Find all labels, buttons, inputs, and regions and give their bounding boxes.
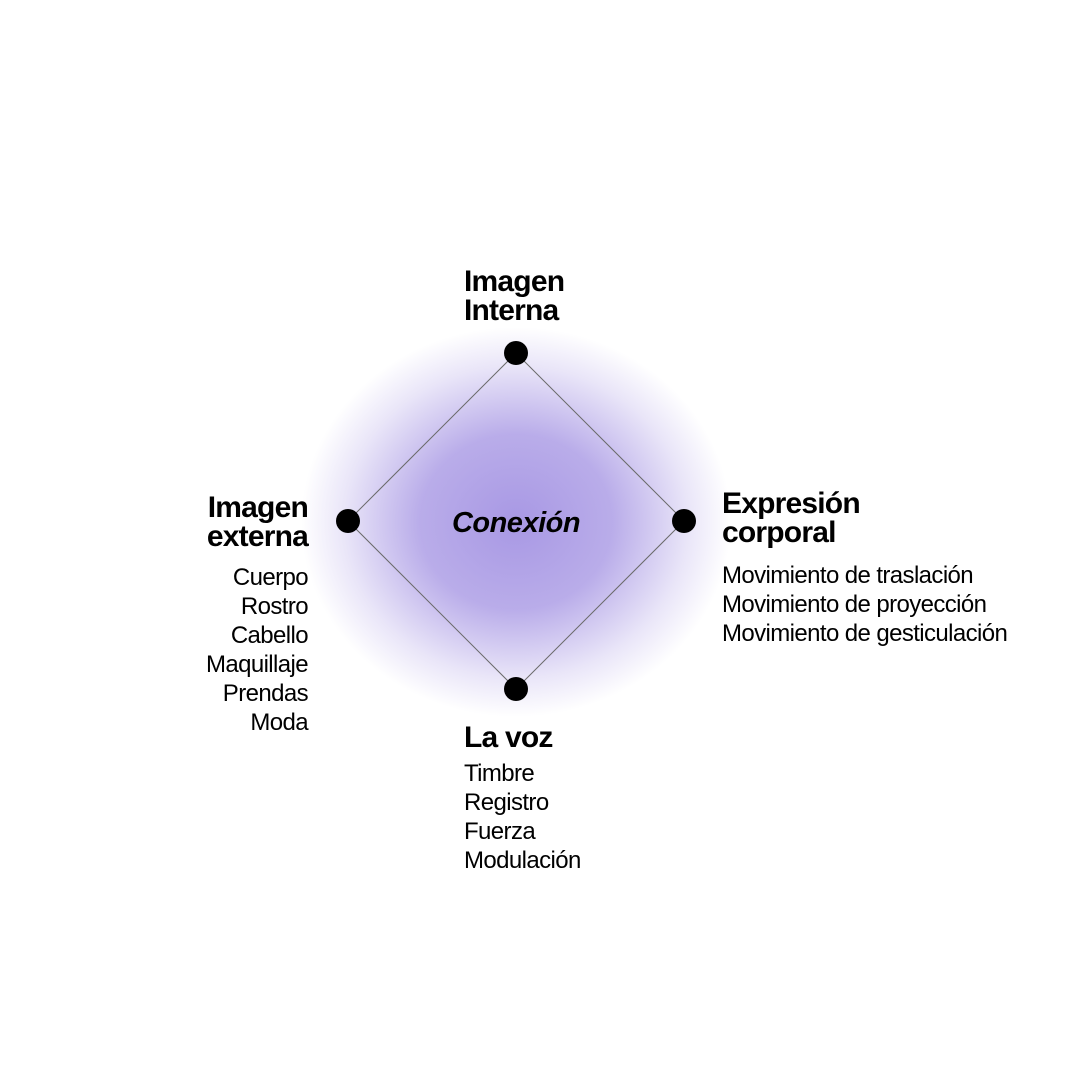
node-top-title-line2: Interna bbox=[464, 294, 559, 327]
list-item: Registro bbox=[464, 789, 549, 816]
node-bottom-title-line1: La voz bbox=[464, 721, 553, 754]
node-top-dot bbox=[504, 341, 528, 365]
node-bottom-dot bbox=[504, 677, 528, 701]
list-item: Maquillaje bbox=[205, 651, 309, 678]
edge-right-bottom bbox=[515, 520, 685, 690]
list-item: Moda bbox=[250, 709, 308, 736]
list-item: Rostro bbox=[240, 593, 309, 620]
edge-bottom-left bbox=[347, 520, 517, 690]
center-glow bbox=[301, 327, 731, 717]
list-item: Timbre bbox=[464, 760, 535, 787]
list-item: Movimiento de gesticulación bbox=[722, 620, 1008, 647]
edge-top-right bbox=[515, 352, 685, 522]
list-item: Prendas bbox=[222, 680, 309, 707]
list-item: Modulación bbox=[464, 847, 581, 874]
edge-left-top bbox=[347, 352, 517, 522]
node-left-list: Cuerpo Rostro Cabello Maquillaje Prendas… bbox=[205, 563, 309, 737]
list-item: Cuerpo bbox=[232, 564, 309, 591]
node-left-title-line2: externa bbox=[206, 520, 309, 553]
list-item: Fuerza bbox=[464, 818, 536, 845]
node-top-title: Imagen Interna bbox=[464, 265, 565, 327]
node-bottom-title: La voz bbox=[464, 721, 553, 754]
node-left-title-line1: Imagen bbox=[207, 491, 309, 524]
node-right-dot bbox=[672, 509, 696, 533]
node-right-title: Expresión corporal bbox=[722, 487, 861, 549]
center-label: Conexión bbox=[451, 507, 581, 539]
node-left-title: Imagen externa bbox=[206, 491, 309, 553]
node-top-title-line1: Imagen bbox=[464, 265, 565, 298]
node-right-title-line2: corporal bbox=[722, 516, 836, 549]
node-right-title-line1: Expresión bbox=[722, 487, 861, 520]
node-left-dot bbox=[336, 509, 360, 533]
list-item: Movimiento de proyección bbox=[722, 591, 987, 618]
node-bottom-list: Timbre Registro Fuerza Modulación bbox=[464, 759, 581, 875]
list-item: Movimiento de traslación bbox=[722, 562, 974, 589]
node-right-list: Movimiento de traslación Movimiento de p… bbox=[722, 561, 1008, 648]
list-item: Cabello bbox=[230, 622, 309, 649]
